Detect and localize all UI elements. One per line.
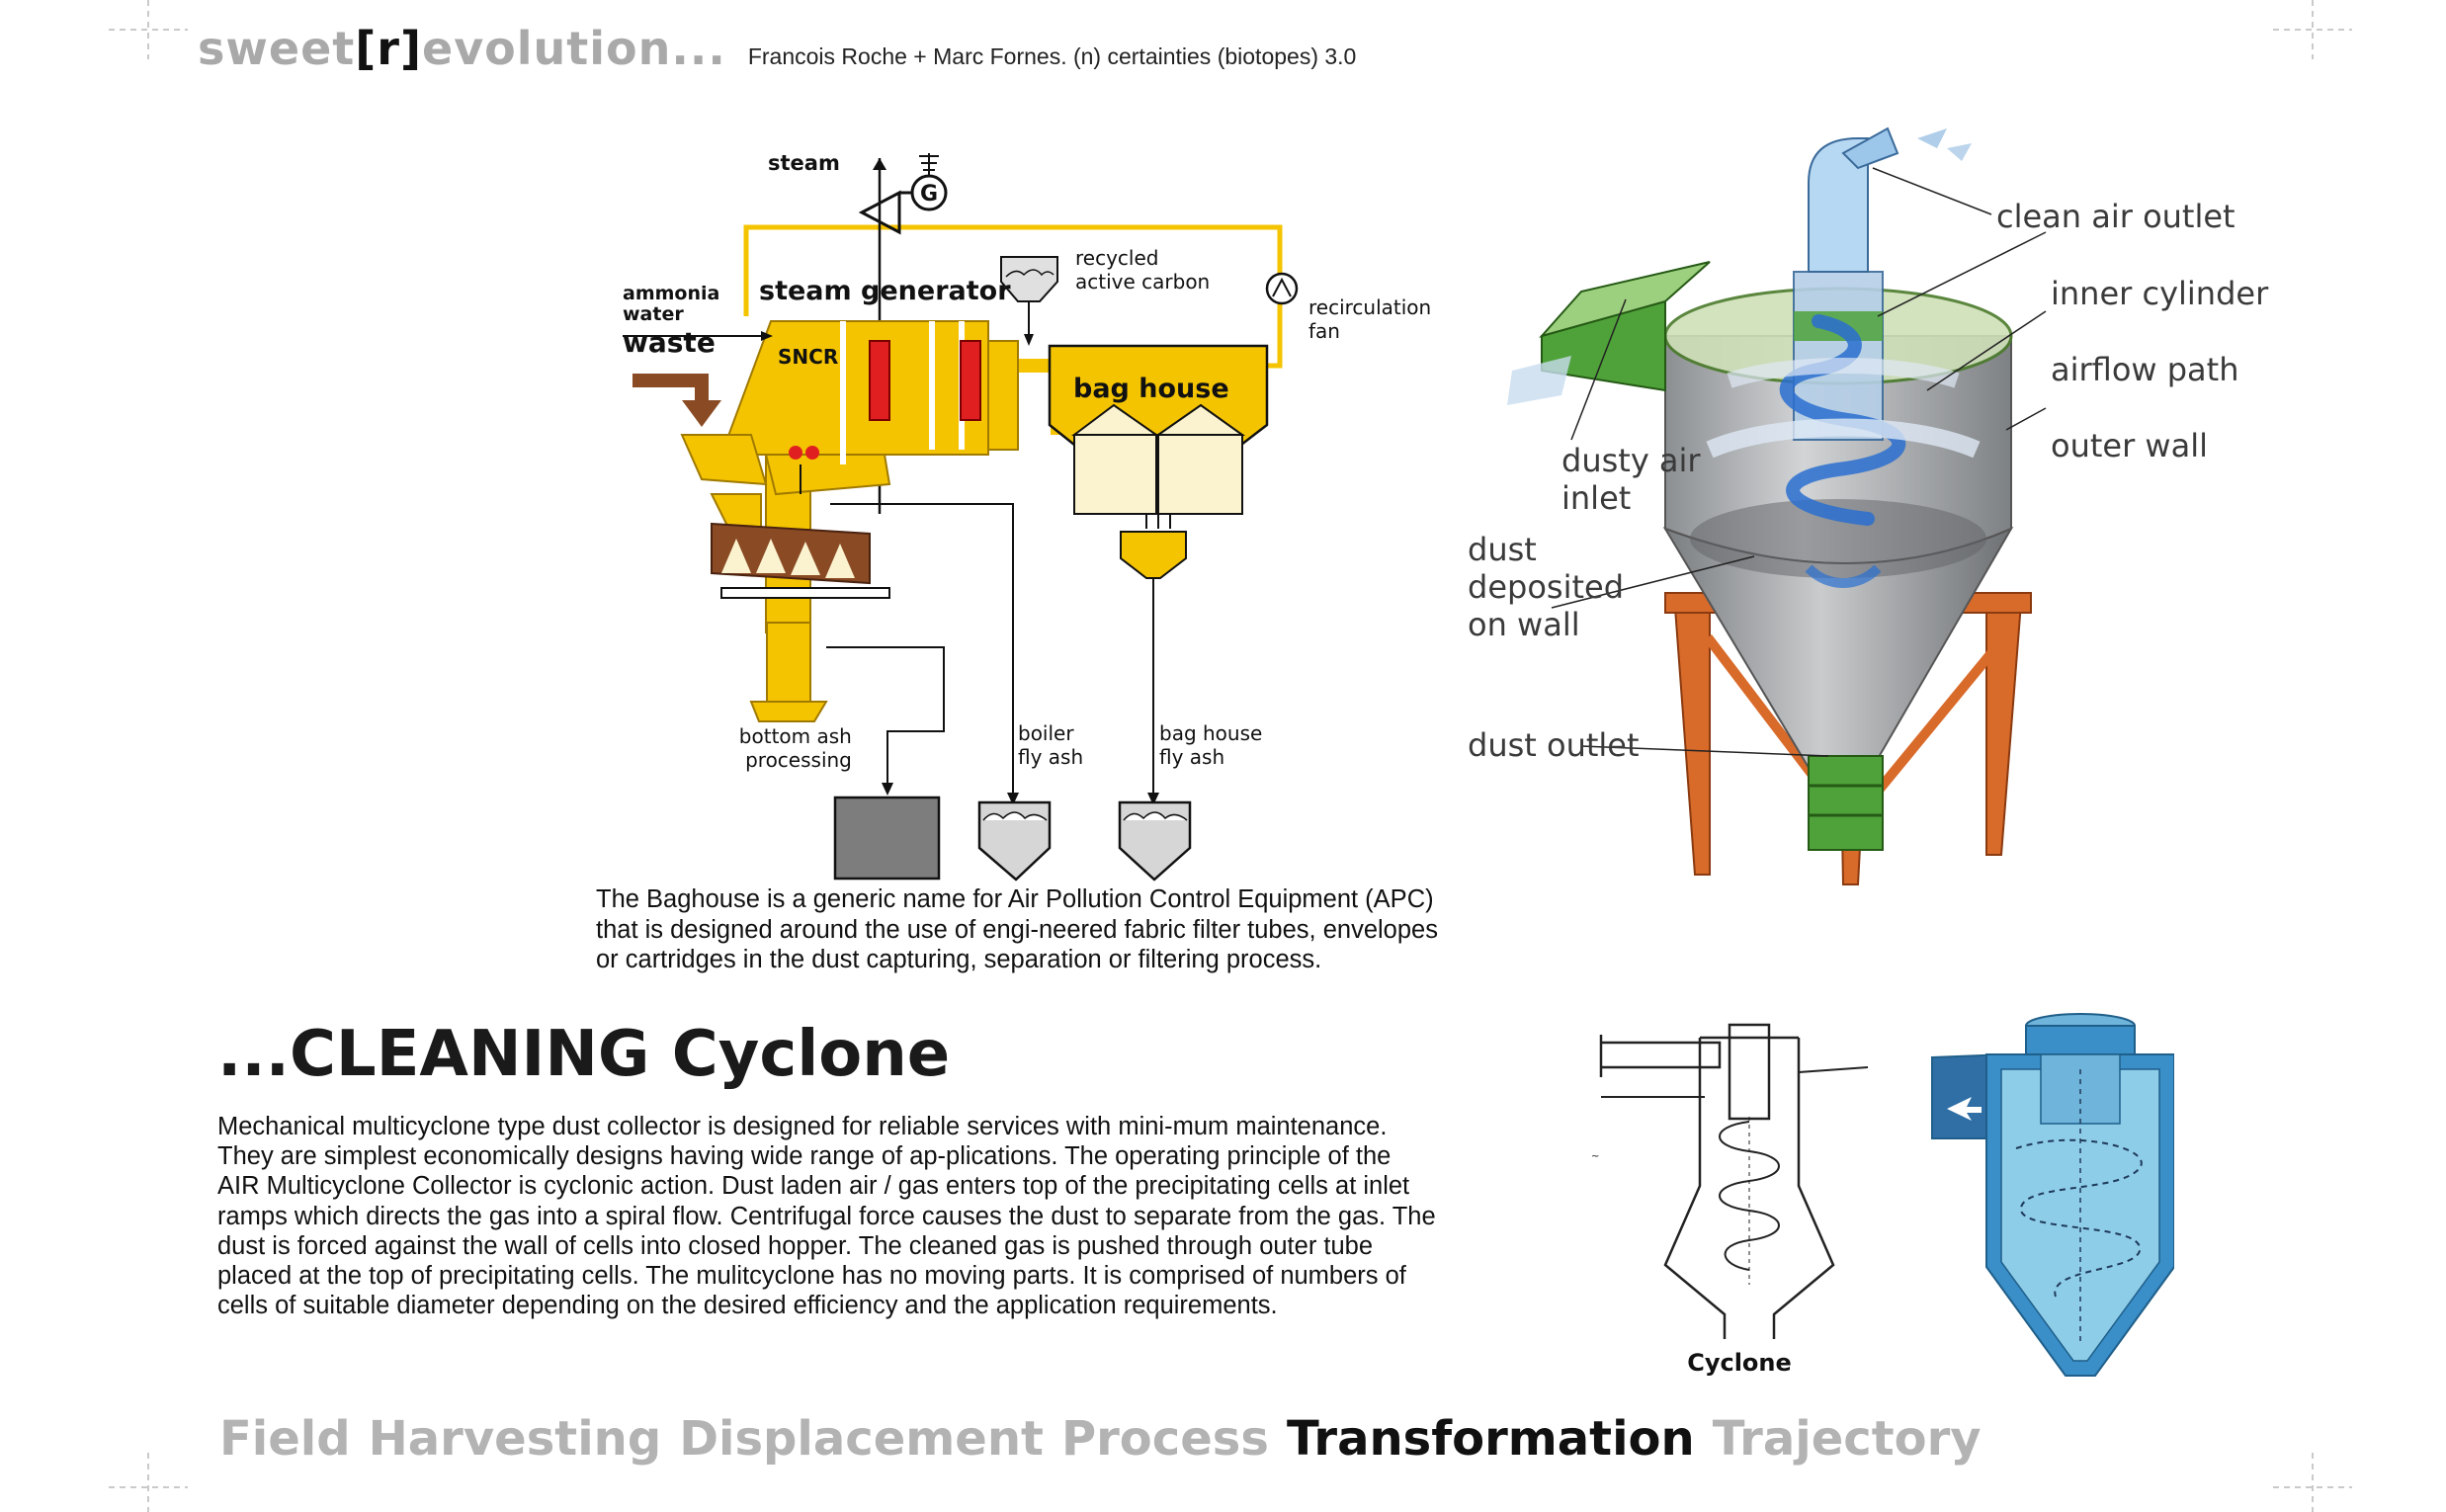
recirculation-fan-label: recirculation fan — [1308, 295, 1438, 343]
bag-house-fly-ash-line: fly ash — [1159, 745, 1224, 769]
footer-nav-process: Process — [1060, 1411, 1269, 1467]
dust-outlet-label: dust outlet — [1468, 726, 1640, 764]
recirculation-fan-line: fan — [1308, 319, 1340, 343]
steam-label: steam — [768, 151, 840, 175]
bag-house-label: bag house — [1073, 374, 1229, 404]
boiler-fly-ash-container — [977, 800, 1052, 882]
ammonia-water-label: ammonia water — [623, 283, 726, 325]
dusty-air-inlet-line: inlet — [1561, 479, 1631, 517]
brand-suffix: evolution... — [422, 22, 726, 75]
generator-symbol: G — [920, 182, 938, 207]
waste-label: waste — [623, 326, 716, 359]
bag-house-fly-ash-label: bag house fly ash — [1159, 721, 1269, 769]
bottom-ash-label: bottom ash processing — [739, 724, 858, 772]
waste-arrow-icon — [682, 400, 721, 427]
cyclone-schematic: ~ Cyclone — [1591, 1023, 1869, 1377]
page-header: sweet[r]evolution... Francois Roche + Ma… — [198, 22, 1356, 81]
bag-house-fly-ash-line: bag house — [1159, 721, 1262, 745]
footer-nav: Field Harvesting Displacement Process Transf… — [219, 1411, 1999, 1467]
airflow-path-label: airflow path — [2051, 351, 2238, 388]
boiler-fly-ash-line: boiler — [1018, 721, 1074, 745]
dusty-air-inlet-line: dusty air — [1561, 442, 1701, 479]
blue-cyclone-illustration — [1931, 1013, 2174, 1377]
turbine-icon — [858, 190, 901, 235]
brand-prefix: sweet — [198, 22, 356, 75]
recirculation-fan-line: recirculation — [1308, 295, 1431, 319]
section-body-text: Mechanical multicyclone type dust collec… — [217, 1113, 1436, 1320]
brand-bracket: [r] — [355, 22, 422, 75]
ammonia-water-line: water — [623, 303, 684, 325]
baghouse-process-diagram: G steam — [623, 151, 1438, 882]
sncr-label: SNCR — [778, 345, 838, 369]
footer-nav-transformation: Transformation — [1286, 1411, 1695, 1467]
footer-nav-displacement: Displacement — [679, 1411, 1044, 1467]
dust-deposited-line: deposited — [1468, 568, 1624, 606]
header-subtitle: Francois Roche + Marc Fornes. (n) certai… — [747, 43, 1357, 69]
footer-nav-trajectory: Trajectory — [1712, 1411, 1982, 1467]
cyclone-3d-diagram: clean air outlet inner cylinder airflow … — [1468, 126, 2269, 885]
boiler-fly-ash-line: fly ash — [1018, 745, 1083, 769]
section-title: ...CLEANING Cyclone — [217, 1018, 951, 1091]
clean-air-outlet-label: clean air outlet — [1996, 198, 2235, 235]
boiler-tube — [869, 340, 890, 421]
recycled-carbon-line: active carbon — [1075, 270, 1210, 294]
recycled-carbon-label: recycled active carbon — [1075, 246, 1210, 294]
brand-title: sweet[r]evolution... — [198, 22, 726, 75]
bottom-ash-line: bottom ash — [739, 724, 852, 748]
fan-icon — [1265, 272, 1299, 305]
outer-wall-label: outer wall — [2051, 427, 2208, 464]
steam-generator-label: steam generator — [759, 276, 1011, 306]
carbon-hopper — [1000, 256, 1058, 302]
boiler-tube — [960, 340, 981, 421]
recycled-carbon-line: recycled — [1075, 246, 1158, 270]
dust-outlet-valve — [1808, 755, 1884, 851]
schematic-tiny-label: ~ — [1591, 1151, 1599, 1162]
inner-cylinder-label: inner cylinder — [2051, 275, 2269, 312]
dust-deposited-line: on wall — [1468, 606, 1580, 643]
boiler-fly-ash-label: boiler fly ash — [1018, 721, 1083, 769]
footer-nav-harvesting: Harvesting — [368, 1411, 662, 1467]
dust-deposited-line: dust — [1468, 531, 1537, 568]
ammonia-water-line: ammonia — [623, 283, 719, 304]
bottom-ash-container — [833, 796, 941, 881]
dust-deposited-label: dust deposited on wall — [1468, 531, 1634, 643]
footer-nav-field: Field — [219, 1411, 351, 1467]
blue-airflow-path — [2015, 1138, 2143, 1298]
dusty-air-inlet-label: dusty air inlet — [1561, 442, 1711, 517]
cyclone-schematic-label: Cyclone — [1687, 1349, 1792, 1377]
bag-house-fly-ash-container — [1118, 800, 1192, 882]
baghouse-caption: The Baghouse is a generic name for Air P… — [596, 885, 1438, 973]
bottom-ash-line: processing — [745, 748, 852, 772]
